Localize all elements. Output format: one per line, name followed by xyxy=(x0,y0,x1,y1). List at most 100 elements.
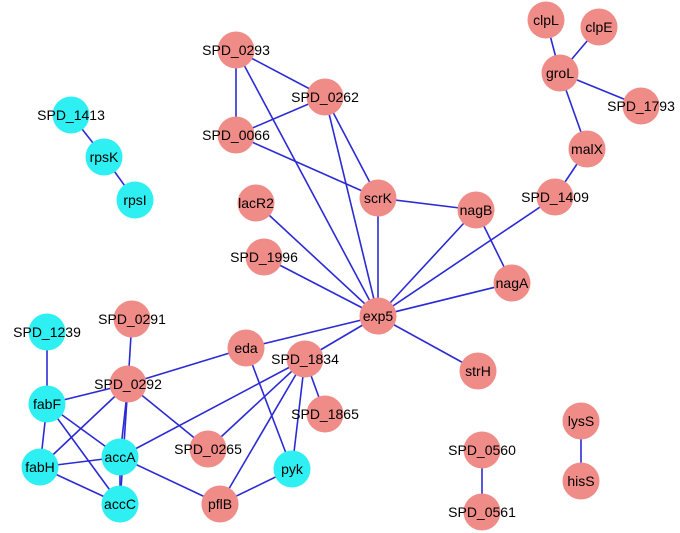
node-label: SPD_1865 xyxy=(291,406,359,422)
node-SPD_0293[interactable]: SPD_0293 xyxy=(202,31,270,69)
node-label: SPD_0560 xyxy=(448,442,516,458)
node-label: SPD_0066 xyxy=(202,127,270,143)
edge-SPD_0262-scrK xyxy=(324,96,379,199)
edge-exp5-strH xyxy=(377,315,479,372)
node-accA[interactable]: accA xyxy=(101,438,139,476)
node-circle xyxy=(28,385,66,423)
node-label: SPD_1996 xyxy=(230,249,298,265)
edge-SPD_1996-exp5 xyxy=(263,256,379,317)
node-pyk[interactable]: pyk xyxy=(273,450,311,488)
node-rpsI[interactable]: rpsI xyxy=(116,181,154,219)
node-SPD_1996[interactable]: SPD_1996 xyxy=(230,238,298,276)
node-label: malX xyxy=(571,141,604,157)
node-label: rpsI xyxy=(123,192,146,208)
node-SPD_1413[interactable]: SPD_1413 xyxy=(37,96,105,134)
node-label: SPD_1413 xyxy=(37,107,105,123)
edge-SPD_0292-fabH xyxy=(39,383,129,468)
node-label: scrK xyxy=(364,190,393,206)
node-circle xyxy=(286,340,324,378)
node-label: fabH xyxy=(25,459,55,475)
node-SPD_0292[interactable]: SPD_0292 xyxy=(94,365,162,403)
node-label: SPD_0265 xyxy=(174,441,242,457)
node-circle xyxy=(273,450,311,488)
node-hisS[interactable]: hisS xyxy=(562,462,600,500)
node-label: accC xyxy=(104,496,136,512)
node-lacR2[interactable]: lacR2 xyxy=(237,184,275,222)
node-fabF[interactable]: fabF xyxy=(28,385,66,423)
edge-nagA-exp5 xyxy=(377,282,513,317)
node-label: clpE xyxy=(585,19,612,35)
node-eda[interactable]: eda xyxy=(227,329,265,367)
node-SPD_0066[interactable]: SPD_0066 xyxy=(202,116,270,154)
node-SPD_1834[interactable]: SPD_1834 xyxy=(271,340,339,378)
node-label: strH xyxy=(465,363,491,379)
node-clpL[interactable]: clpL xyxy=(527,1,565,39)
node-circle xyxy=(109,365,147,403)
node-circle xyxy=(359,297,397,335)
node-circle xyxy=(568,130,606,168)
edge-SPD_1834-SPD_0265 xyxy=(207,358,306,450)
node-malX[interactable]: malX xyxy=(568,130,606,168)
node-circle xyxy=(113,300,151,338)
node-label: clpL xyxy=(533,12,559,28)
node-clpE[interactable]: clpE xyxy=(580,8,618,46)
node-fabH[interactable]: fabH xyxy=(21,448,59,486)
edge-nagB-exp5 xyxy=(377,209,477,317)
node-label: nagA xyxy=(496,275,529,291)
node-circle xyxy=(541,54,579,92)
edge-SPD_1834-accA xyxy=(119,358,306,458)
node-circle xyxy=(189,430,227,468)
node-label: eda xyxy=(234,340,258,356)
node-circle xyxy=(463,493,501,531)
node-circle xyxy=(622,87,660,125)
node-circle xyxy=(101,485,139,523)
node-label: SPD_0293 xyxy=(202,42,270,58)
node-groL[interactable]: groL xyxy=(541,54,579,92)
node-SPD_0291[interactable]: SPD_0291 xyxy=(98,300,166,338)
node-accC[interactable]: accC xyxy=(101,485,139,523)
node-nagB[interactable]: nagB xyxy=(457,191,495,229)
node-circle xyxy=(493,264,531,302)
node-label: hisS xyxy=(567,473,594,489)
node-nagA[interactable]: nagA xyxy=(493,264,531,302)
node-circle xyxy=(457,191,495,229)
node-label: SPD_0292 xyxy=(94,376,162,392)
node-SPD_1239[interactable]: SPD_1239 xyxy=(13,313,81,351)
node-exp5[interactable]: exp5 xyxy=(359,297,397,335)
node-SPD_0561[interactable]: SPD_0561 xyxy=(448,493,516,531)
node-circle xyxy=(306,395,344,433)
node-label: groL xyxy=(546,65,574,81)
node-SPD_1409[interactable]: SPD_1409 xyxy=(521,178,589,216)
node-circle xyxy=(306,78,344,116)
node-SPD_0265[interactable]: SPD_0265 xyxy=(174,430,242,468)
node-label: lysS xyxy=(568,413,594,429)
node-label: SPD_1793 xyxy=(607,98,675,114)
node-label: lacR2 xyxy=(238,195,274,211)
node-circle xyxy=(217,116,255,154)
node-scrK[interactable]: scrK xyxy=(359,179,397,217)
node-pflB[interactable]: pflB xyxy=(201,485,239,523)
edge-eda-exp5 xyxy=(245,315,379,349)
node-label: SPD_1834 xyxy=(271,351,339,367)
edge-eda-pyk xyxy=(245,347,293,470)
node-strH[interactable]: strH xyxy=(459,352,497,390)
node-SPD_0560[interactable]: SPD_0560 xyxy=(448,431,516,469)
edge-lacR2-exp5 xyxy=(255,202,379,317)
node-circle xyxy=(116,181,154,219)
node-SPD_0262[interactable]: SPD_0262 xyxy=(291,78,359,116)
node-lysS[interactable]: lysS xyxy=(562,402,600,440)
node-label: fabF xyxy=(33,396,61,412)
node-SPD_1865[interactable]: SPD_1865 xyxy=(291,395,359,433)
edge-SPD_0262-exp5 xyxy=(324,96,379,317)
node-circle xyxy=(85,138,123,176)
node-circle xyxy=(237,184,275,222)
node-circle xyxy=(28,313,66,351)
node-rpsK[interactable]: rpsK xyxy=(85,138,123,176)
edge-SPD_0293-exp5 xyxy=(235,49,379,317)
edge-exp5-SPD_1409 xyxy=(377,196,556,317)
node-label: nagB xyxy=(460,202,493,218)
node-SPD_1793[interactable]: SPD_1793 xyxy=(607,87,675,125)
node-circle xyxy=(459,352,497,390)
